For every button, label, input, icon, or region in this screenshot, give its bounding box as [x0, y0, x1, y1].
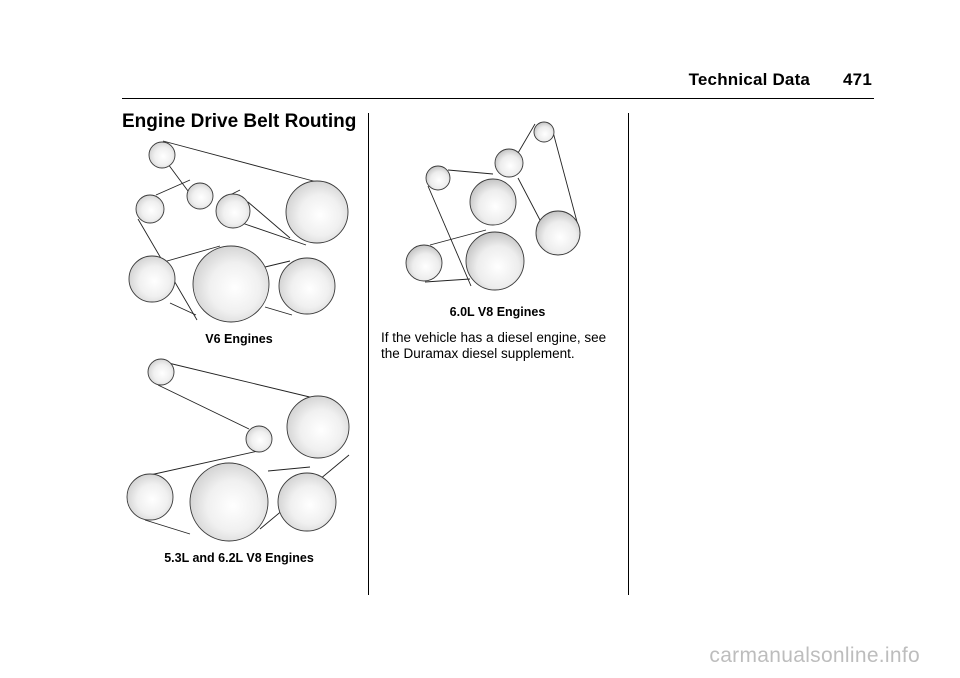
v8-idler-pulley: [147, 358, 175, 386]
v8-pulley: [126, 473, 174, 521]
v6-idler-pulley: [135, 194, 165, 224]
figure-caption-v8-53-62: 5.3L and 6.2L V8 Engines: [164, 551, 314, 565]
v8-60-alternator-pulley: [535, 210, 581, 256]
v8-53-62-pulleys: [126, 358, 350, 542]
figure-caption-v6: V6 Engines: [205, 332, 273, 346]
column-divider-right: [628, 113, 629, 595]
v6-tensioner-pulley: [186, 182, 214, 210]
v8-60-pulley: [405, 244, 443, 282]
v6-pulley: [278, 257, 336, 315]
v8-alternator-pulley: [286, 395, 350, 459]
v6-crankshaft-pulley: [192, 245, 270, 323]
v6-idler-pulley: [215, 193, 251, 229]
v6-pulley: [128, 255, 176, 303]
watermark: carmanualsonline.info: [709, 644, 920, 667]
v8-53-62-belt-diagram: [126, 358, 350, 542]
v8-60-crankshaft-pulley: [465, 231, 525, 291]
v8-pulley: [277, 472, 337, 532]
page-number: 471: [843, 70, 872, 89]
page-header: Technical Data 471: [689, 70, 872, 90]
v6-belt: [137, 140, 318, 321]
v6-idler-pulley: [148, 141, 176, 169]
v6-pulleys: [128, 141, 349, 323]
header-rule: [122, 98, 874, 99]
v8-60-idler-pulley: [494, 148, 524, 178]
v8-60-belt-diagram: [405, 121, 581, 291]
section-title: Engine Drive Belt Routing: [122, 111, 357, 132]
diesel-note-paragraph: If the vehicle has a diesel engine, see …: [381, 330, 607, 361]
figure-caption-v8-60: 6.0L V8 Engines: [449, 305, 546, 319]
v8-60-belt: [424, 123, 581, 287]
v6-belt-diagram: [128, 140, 349, 323]
v8-60-pulleys: [405, 121, 581, 291]
header-section-title: Technical Data: [688, 70, 811, 89]
v8-crankshaft-pulley: [189, 462, 269, 542]
column-divider-left: [368, 113, 369, 595]
v8-60-pulley: [469, 178, 517, 226]
v6-alternator-pulley: [285, 180, 349, 244]
v8-tensioner-pulley: [245, 425, 273, 453]
v8-60-tensioner-pulley: [425, 165, 451, 191]
v8-60-idler-pulley: [533, 121, 555, 143]
